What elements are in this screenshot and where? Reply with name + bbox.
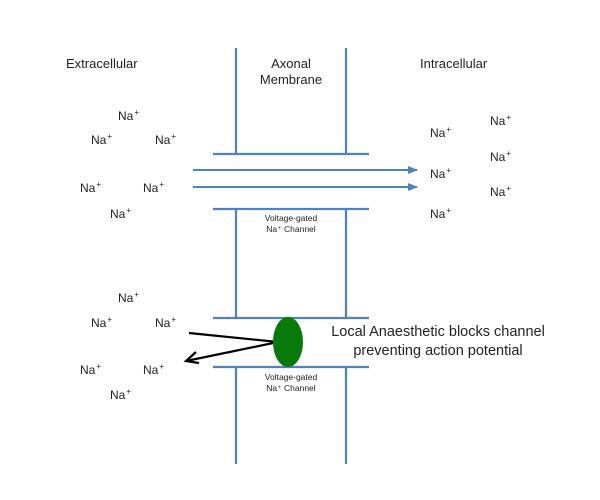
blocked-channel — [183, 316, 369, 369]
sodium-ion-extracellular-top: Na+ — [91, 132, 113, 147]
sodium-ion-extracellular-bottom: Na+ — [155, 315, 177, 330]
sodium-ion-extracellular-bottom: Na+ — [118, 290, 140, 305]
deflected-ion-arrow — [185, 331, 279, 363]
membrane-label-line2: Membrane — [259, 72, 323, 87]
blocker-note: Local Anaesthetic blocks channel prevent… — [308, 323, 568, 361]
sodium-ion-intracellular: Na+ — [490, 184, 512, 199]
membrane-label-line1: Axonal — [271, 56, 311, 71]
sodium-ion-extracellular-top: Na+ — [80, 180, 102, 195]
membrane-label: Axonal Membrane — [251, 56, 331, 88]
sodium-ion-extracellular-top: Na+ — [143, 180, 165, 195]
channel-label-bottom-line2: Na⁺ Channel — [266, 383, 316, 393]
anaesthetic-blocker — [273, 317, 303, 367]
channel-label-top-line2: Na⁺ Channel — [266, 224, 316, 234]
intracellular-label: Intracellular — [420, 56, 488, 71]
channel-label-bottom: Voltage-gated Na⁺ Channel — [236, 372, 346, 394]
sodium-ion-extracellular-bottom: Na+ — [91, 315, 113, 330]
sodium-ion-intracellular: Na+ — [490, 113, 512, 128]
sodium-ion-intracellular: Na+ — [430, 206, 452, 221]
blocker-note-line1: Local Anaesthetic blocks channel — [331, 324, 545, 340]
sodium-ion-intracellular: Na+ — [490, 149, 512, 164]
channel-label-bottom-line1: Voltage-gated — [264, 372, 318, 382]
extracellular-label: Extracellular — [66, 56, 138, 71]
sodium-ion-extracellular-bottom: Na+ — [143, 362, 165, 377]
sodium-ion-extracellular-top: Na+ — [155, 132, 177, 147]
channel-label-top: Voltage-gated Na⁺ Channel — [236, 213, 346, 235]
blocker-note-line2: preventing action potential — [353, 343, 523, 359]
sodium-ion-intracellular: Na+ — [430, 125, 452, 140]
sodium-ion-extracellular-top: Na+ — [118, 108, 140, 123]
sodium-ion-extracellular-bottom: Na+ — [80, 362, 102, 377]
open-channel — [193, 152, 418, 211]
deflected-arrowhead — [183, 351, 200, 365]
channel-label-top-line1: Voltage-gated — [264, 213, 318, 223]
sodium-ion-extracellular-top: Na+ — [110, 206, 132, 221]
sodium-ion-intracellular: Na+ — [430, 166, 452, 181]
sodium-ion-extracellular-bottom: Na+ — [110, 387, 132, 402]
membrane-walls — [234, 48, 348, 464]
